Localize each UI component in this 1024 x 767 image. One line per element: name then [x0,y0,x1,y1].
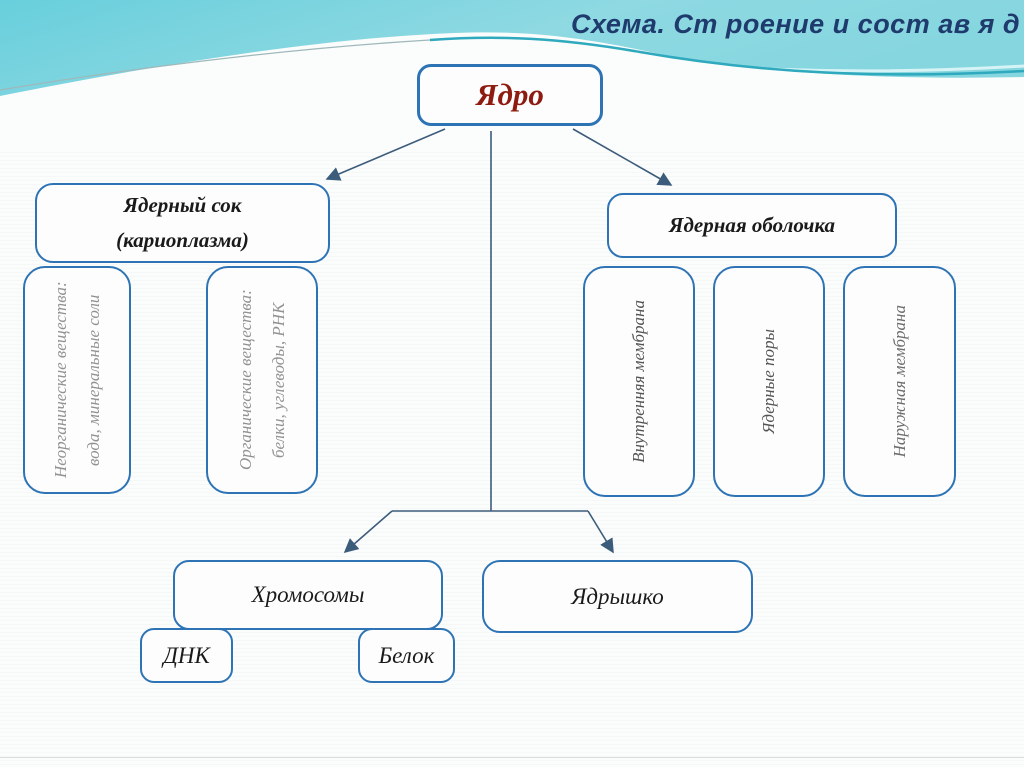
node-nucleus: Ядро [417,64,603,126]
node-inorganic-substances: Неорганические вещества: вода, минеральн… [23,266,131,494]
node-outer-membrane: Наружная мембрана [843,266,956,497]
arrow-nucleus-to-sap [325,128,446,181]
node-outer-membrane-label: Наружная мембрана [889,305,909,458]
node-dna: ДНК [140,628,233,683]
node-organic-substances: Органические вещества: белки, углеводы, … [206,266,318,494]
node-nucleolus: Ядрышко [482,560,753,633]
bottom-divider [0,757,1024,758]
arrow-nucleus-to-envelope [572,128,673,186]
banner-highlight-curve [559,50,1024,73]
node-dna-label: ДНК [163,642,210,668]
node-organic-substances-label: Органические вещества: белки, углеводы, … [235,289,288,471]
banner-thin-line [0,39,431,91]
node-protein: Белок [358,628,455,683]
node-nuclear-pores-label: Ядерные поры [759,329,779,434]
node-nuclear-envelope-label: Ядерная оболочка [669,213,835,237]
node-nuclear-pores: Ядерные поры [713,266,825,497]
node-nuclear-sap-label-line2: (кариоплазма) [116,228,249,252]
node-nuclear-envelope: Ядерная оболочка [607,193,897,258]
node-chromosomes: Хромосомы [173,560,443,630]
node-inner-membrane-label: Внутренняя мембрана [629,300,649,463]
node-nucleus-label: Ядро [476,77,544,112]
node-nuclear-sap: Ядерный сок (кариоплазма) [35,183,330,263]
node-inorganic-substances-label: Неорганические вещества: вода, минеральн… [50,281,103,479]
node-inner-membrane: Внутренняя мембрана [583,266,695,497]
node-nuclear-sap-label-line1: Ядерный сок [123,193,242,217]
node-chromosomes-label: Хромосомы [251,582,365,607]
page-title: Схема. Ст роение и сост ав я д [571,9,1021,39]
node-protein-label: Белок [378,642,435,668]
arrow-to-chromosomes [343,510,393,554]
arrow-to-nucleolus [587,510,614,554]
node-nucleolus-label: Ядрышко [571,583,664,609]
